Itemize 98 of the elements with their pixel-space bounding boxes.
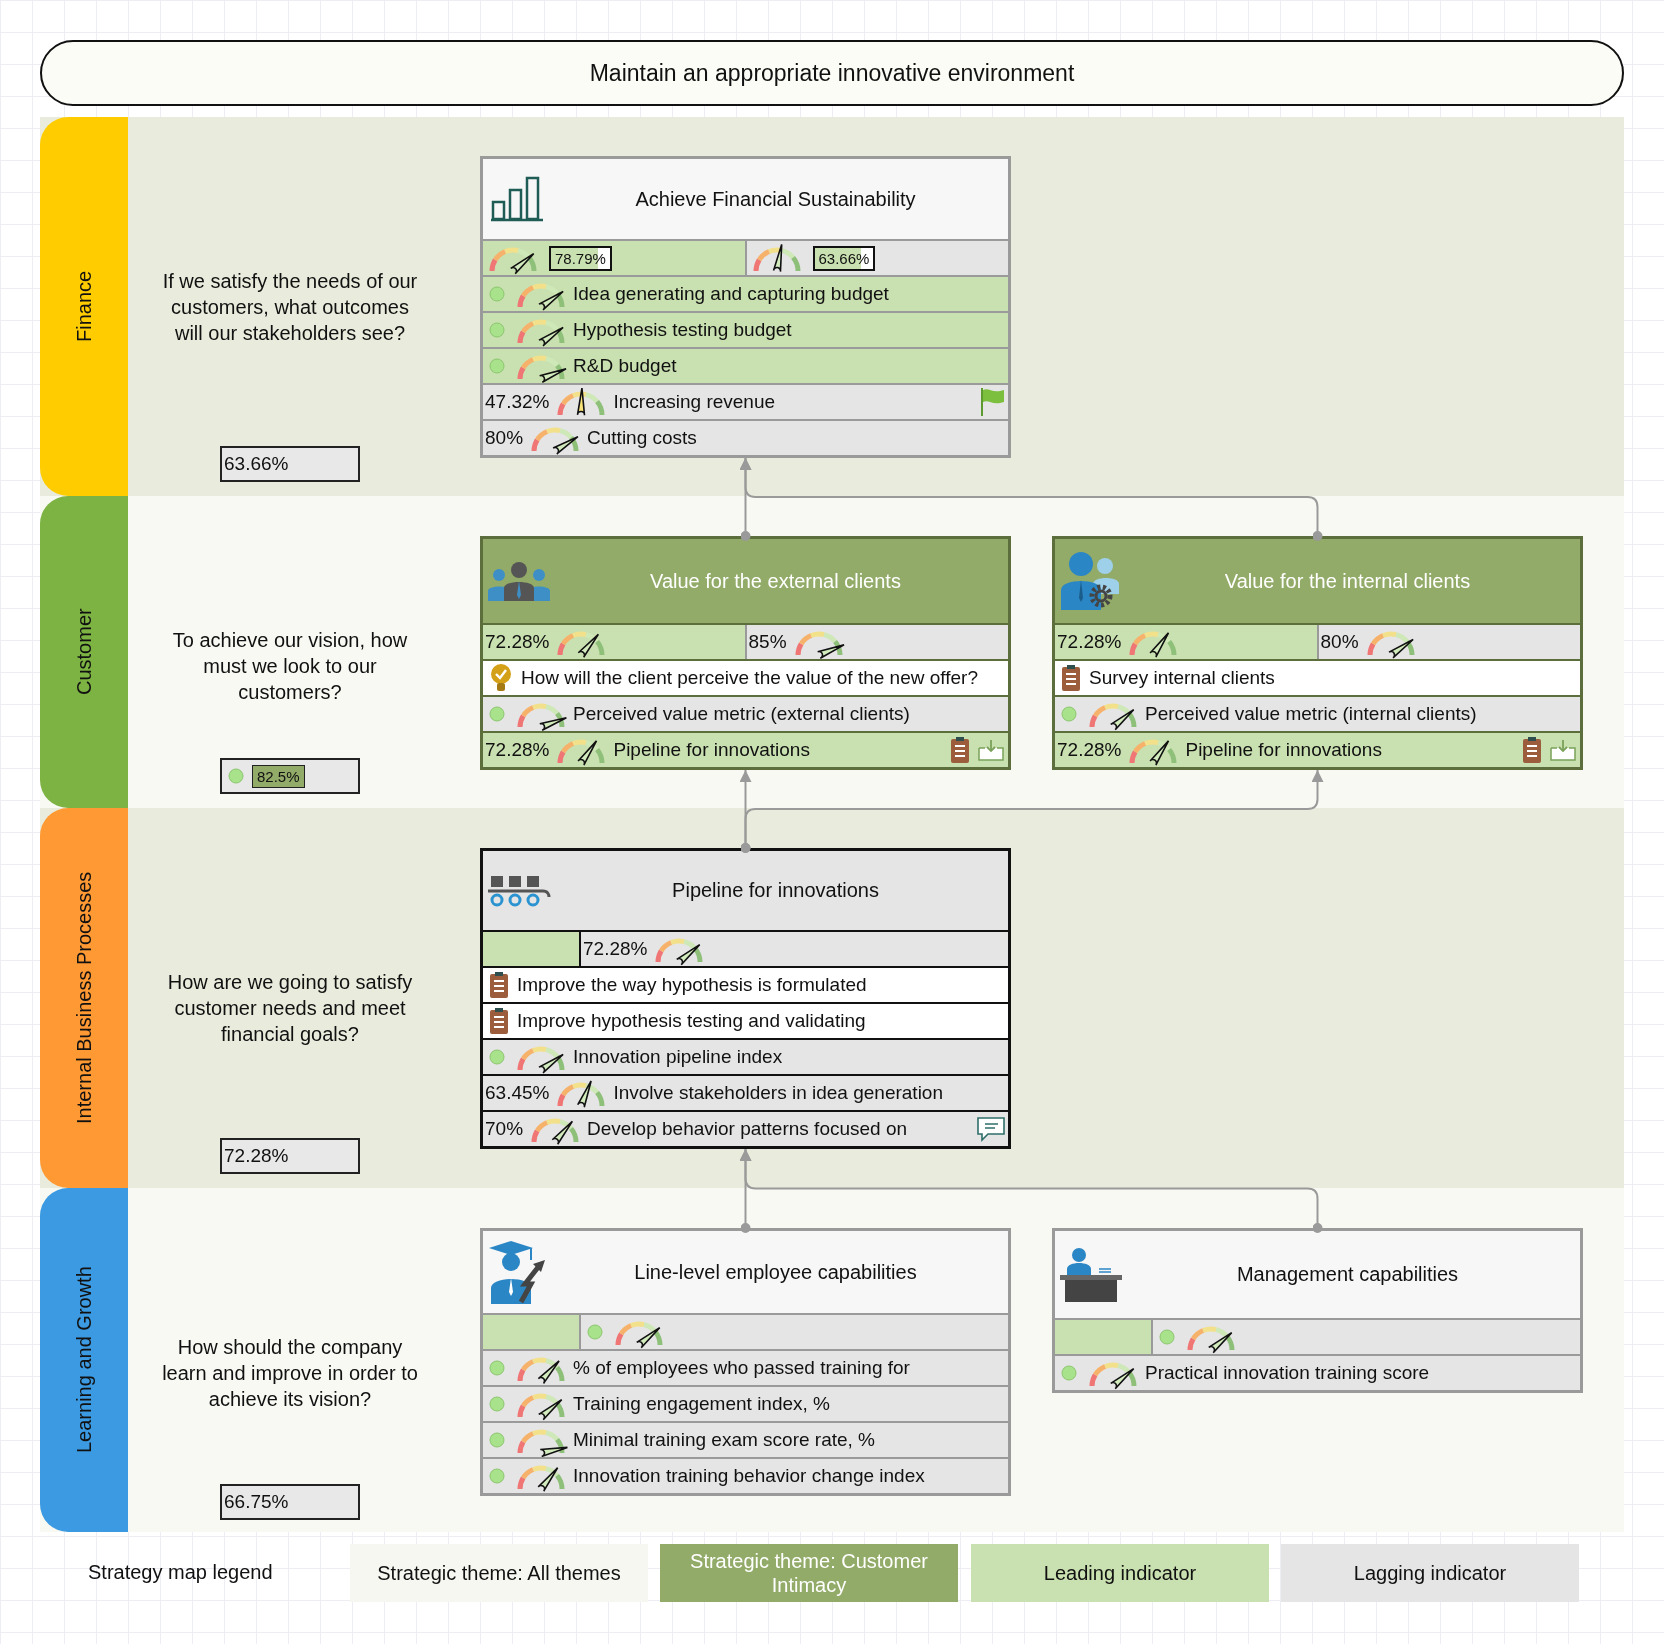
legend-title: Strategy map legend: [88, 1561, 273, 1584]
indicator-row: [483, 1385, 1008, 1421]
perspective-question: How should the company learn and improve in order to achieve its vision?: [161, 1335, 419, 1412]
objective-card: [480, 848, 1011, 1149]
indicator-row: [483, 1110, 1008, 1146]
indicator-row: [483, 623, 1008, 659]
indicator-label: Practical innovation training score: [1145, 1362, 1430, 1384]
legend-swatch: Strategic theme: All themes: [350, 1544, 648, 1602]
legend-swatch: Strategic theme: Customer Intimacy: [660, 1544, 958, 1602]
objective-title: Management capabilities: [1236, 1263, 1459, 1286]
indicator-label: Improve hypothesis testing and validating: [517, 1010, 866, 1032]
objective-card: [1052, 536, 1583, 770]
objective-card: [1052, 1228, 1583, 1393]
legend-swatch: Leading indicator: [971, 1544, 1269, 1602]
indicator-label: Improve the way hypothesis is formulated: [517, 974, 867, 996]
indicator-label: Survey internal clients: [1089, 667, 1275, 689]
percent-value: 72.28%: [1057, 631, 1122, 653]
objective-title: Value for the external clients: [650, 569, 901, 593]
indicator-label: Cutting costs: [587, 427, 697, 449]
perspective-lane: [40, 496, 1624, 808]
indicator-label: How will the client perceive the value of the new offer?: [521, 667, 978, 689]
perspective-tab: Learning and Growth: [40, 1188, 128, 1532]
percent-value: 85%: [748, 631, 787, 653]
perspective-lane: [40, 117, 1624, 496]
indicator-row: [483, 695, 1008, 731]
connector-arrow: [739, 1148, 1323, 1233]
summary-row: [1055, 1318, 1580, 1354]
indicator-row: [483, 347, 1008, 383]
perspective-lane: [40, 1188, 1624, 1532]
percent-value: 80%: [1320, 631, 1359, 653]
indicator-row: [483, 1457, 1008, 1493]
objective-card: [480, 536, 1011, 770]
indicator-row: [1055, 659, 1580, 695]
indicator-row: [483, 966, 1008, 1002]
objective-card: [480, 1228, 1011, 1496]
score-value: 82.5%: [252, 764, 305, 788]
indicator-label: Pipeline for innovations: [1185, 739, 1382, 761]
indicator-label: Innovation pipeline index: [573, 1046, 783, 1068]
objective-title: Pipeline for innovations: [672, 879, 879, 902]
connector-arrow: [739, 457, 1323, 541]
indicator-row: [483, 1074, 1008, 1110]
legend-swatch: Lagging indicator: [1281, 1544, 1579, 1602]
objective-card: [480, 156, 1011, 458]
indicator-label: Pipeline for innovations: [613, 739, 810, 761]
summary-row: [483, 1313, 1008, 1349]
score-value: 66.75%: [224, 1491, 289, 1513]
indicator-row: [1055, 1354, 1580, 1390]
indicator-row: [1055, 695, 1580, 731]
indicator-label: R&D budget: [573, 355, 677, 377]
percent-value: 80%: [485, 427, 524, 449]
indicator-label: Develop behavior patterns focused on: [587, 1118, 908, 1140]
indicator-row: [483, 1349, 1008, 1385]
objective-title: Value for the internal clients: [1224, 569, 1471, 593]
indicator-label: Perceived value metric (external clients): [573, 703, 910, 725]
indicator-label: % of employees who passed training for: [573, 1357, 910, 1379]
perspective-question: How are we going to satisfy customer needs and meet financial goals?: [166, 970, 414, 1047]
indicator-row: [483, 311, 1008, 347]
perspective-question: If we satisfy the needs of our customers, what outcomes will our stakeholders see?: [161, 269, 419, 346]
indicator-label: Hypothesis testing budget: [573, 319, 792, 341]
indicator-label: Increasing revenue: [613, 391, 776, 413]
summary-row: [483, 930, 1008, 966]
progress-value: 63.66%: [812, 245, 876, 271]
perspective-tab: Internal Business Processes: [40, 808, 128, 1188]
title-banner: Maintain an appropriate innovative environment: [40, 40, 1624, 106]
indicator-row: [483, 1002, 1008, 1038]
objective-title: Line-level employee capabilities: [634, 1260, 917, 1284]
indicator-label: Perceived value metric (internal clients): [1145, 703, 1477, 725]
indicator-label: Involve stakeholders in idea generation: [613, 1082, 943, 1104]
indicator-row: [483, 383, 1008, 419]
indicator-row: [483, 275, 1008, 311]
indicator-row: [483, 1038, 1008, 1074]
percent-value: 70%: [485, 1118, 524, 1140]
perspective-question: To achieve our vision, how must we look to our customers?: [171, 628, 409, 705]
progress-value: 78.79%: [549, 245, 612, 271]
indicator-row: [483, 659, 1008, 695]
perspective-tab: Finance: [40, 117, 128, 496]
perspective-lane: [40, 808, 1624, 1188]
indicator-row: [483, 1421, 1008, 1457]
indicator-label: Innovation training behavior change index: [573, 1465, 925, 1487]
indicator-label: Training engagement index, %: [573, 1393, 830, 1415]
connector-arrow: [740, 769, 1324, 853]
percent-value: 72.28%: [583, 938, 648, 960]
percent-value: 63.45%: [485, 1082, 550, 1104]
percent-value: 72.28%: [485, 739, 550, 761]
indicator-row: [1055, 623, 1580, 659]
indicator-row: [483, 419, 1008, 455]
indicator-label: Minimal training exam score rate, %: [573, 1429, 875, 1451]
score-value: 63.66%: [224, 453, 289, 475]
score-value: 72.28%: [224, 1145, 289, 1167]
indicator-row: [1055, 731, 1580, 767]
perspective-tab: Customer: [40, 496, 128, 808]
indicator-row: [483, 239, 1008, 275]
objective-title: Achieve Financial Sustainability: [635, 187, 916, 211]
percent-value: 72.28%: [1057, 739, 1122, 761]
percent-value: 72.28%: [485, 631, 550, 653]
indicator-label: Idea generating and capturing budget: [573, 283, 889, 305]
indicator-row: [483, 731, 1008, 767]
percent-value: 47.32%: [485, 391, 550, 413]
